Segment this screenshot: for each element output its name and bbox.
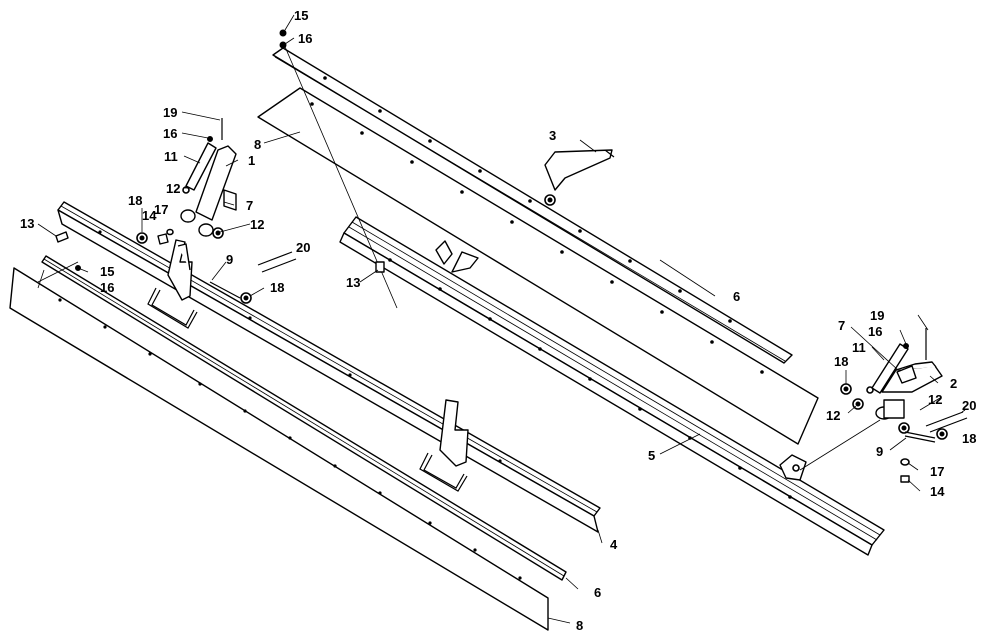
callout-16-right: 16 — [868, 324, 882, 339]
callout-17-right: 17 — [930, 464, 944, 479]
callout-9-right: 9 — [876, 444, 883, 459]
angle-bar-5 — [339, 216, 885, 556]
hinge-left-on-bar — [167, 239, 193, 301]
callout-5: 5 — [648, 448, 655, 463]
panel-8-right — [257, 87, 819, 445]
callout-20-left: 20 — [296, 240, 310, 255]
callout-18-right-a: 18 — [834, 354, 848, 369]
callout-12-right-b: 12 — [826, 408, 840, 423]
leader-lines — [37, 14, 966, 624]
callout-8-lower: 8 — [576, 618, 583, 633]
callout-13-left: 13 — [20, 216, 34, 231]
callout-6-left: 6 — [594, 585, 601, 600]
callout-11-right: 11 — [852, 340, 866, 355]
callout-3: 3 — [549, 128, 556, 143]
callout-16-top: 16 — [298, 31, 312, 46]
callout-4: 4 — [610, 537, 618, 552]
strip-6-right — [272, 47, 793, 364]
callout-17-left: 17 — [154, 202, 168, 217]
callout-19-right: 19 — [870, 308, 884, 323]
callout-20-right: 20 — [962, 398, 976, 413]
hinge-group-right — [840, 328, 968, 483]
callout-1: 1 — [248, 153, 255, 168]
callout-9-left: 9 — [226, 252, 233, 267]
callout-7-left: 7 — [246, 198, 253, 213]
callout-18-right-b: 18 — [962, 431, 976, 446]
callout-12-right-a: 12 — [928, 392, 942, 407]
callout-15-left: 15 — [100, 264, 114, 279]
callout-18-left-a: 18 — [128, 193, 142, 208]
callout-15-top: 15 — [294, 8, 308, 23]
callout-8-upper: 8 — [254, 137, 261, 152]
callout-14-right: 14 — [930, 484, 945, 499]
handle-left — [147, 287, 198, 329]
callout-6-right: 6 — [733, 289, 740, 304]
callout-19-left: 19 — [163, 105, 177, 120]
callout-18-left-b: 18 — [270, 280, 284, 295]
callout-7-right: 7 — [838, 318, 845, 333]
handle-center — [419, 452, 468, 492]
callout-2: 2 — [950, 376, 957, 391]
callout-16-left-b: 16 — [100, 280, 114, 295]
callout-16-left: 16 — [163, 126, 177, 141]
strip-6-left — [41, 255, 567, 581]
hinge-center-on-bar — [439, 399, 469, 467]
hinge-bracket-3 — [544, 149, 615, 206]
callout-12-left-b: 12 — [250, 217, 264, 232]
fastener-13-15-16-center — [279, 29, 398, 309]
panel-8-left — [9, 267, 549, 631]
callout-11-left: 11 — [164, 149, 178, 164]
callout-14-left: 14 — [142, 208, 157, 223]
hinge-group-left — [55, 118, 297, 304]
callout-13-center: 13 — [346, 275, 360, 290]
callout-labels: 15 16 19 16 8 11 1 12 18 17 14 7 12 13 2… — [20, 8, 976, 633]
callout-12-left-a: 12 — [166, 181, 180, 196]
